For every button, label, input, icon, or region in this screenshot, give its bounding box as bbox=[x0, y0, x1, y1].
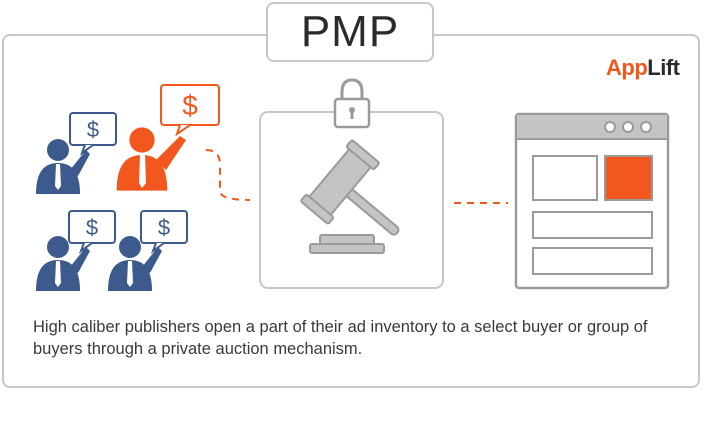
buyer-1: $ bbox=[36, 112, 117, 194]
buyer-2-dollar: $ bbox=[182, 90, 198, 121]
buyer-to-auction-connector bbox=[205, 149, 251, 201]
applift-logo: AppLift bbox=[606, 55, 680, 81]
buyer-3-dollar: $ bbox=[86, 215, 98, 240]
gavel-icon bbox=[300, 139, 400, 254]
buyer-1-person-icon bbox=[36, 139, 90, 194]
publisher-browser-window-icon bbox=[514, 112, 670, 290]
buyer-3: $ bbox=[36, 210, 116, 291]
buyer-2-person-icon bbox=[116, 127, 186, 191]
buyer-4: $ bbox=[108, 210, 188, 291]
buyer-4-person-icon bbox=[108, 236, 162, 291]
buyer-3-person-icon bbox=[36, 236, 90, 291]
title-box: PMP bbox=[266, 2, 434, 62]
ad-slot-highlighted bbox=[604, 155, 653, 201]
padlock-icon bbox=[333, 78, 371, 129]
buyer-4-dollar: $ bbox=[158, 215, 170, 240]
diagram-title: PMP bbox=[300, 7, 400, 56]
buyer-1-dollar: $ bbox=[87, 117, 99, 142]
logo-part-lift: Lift bbox=[647, 55, 680, 80]
buyer-2-selected: $ bbox=[116, 84, 220, 191]
logo-part-app: App bbox=[606, 55, 648, 80]
diagram-caption: High caliber publishers open a part of t… bbox=[33, 318, 648, 358]
